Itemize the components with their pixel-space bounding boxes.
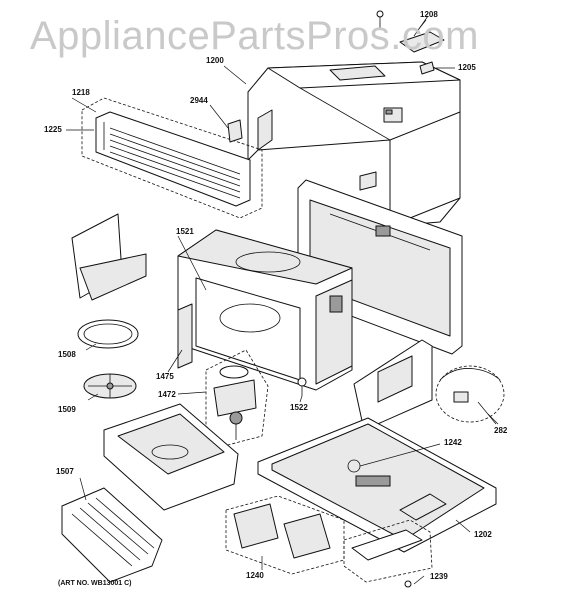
callout-1208: 1208 (420, 10, 438, 19)
callout-1509: 1509 (58, 405, 76, 414)
art-number-note: (ART NO. WB13001 C) (58, 580, 132, 587)
callout-1205: 1205 (458, 63, 476, 72)
latch-bracket-part (227, 119, 243, 143)
callout-1225: 1225 (44, 125, 62, 134)
callout-1522: 1522 (290, 403, 308, 412)
watermark: AppliancePartsPros.com (30, 14, 479, 58)
light-cover-part (343, 519, 433, 588)
oven-rack-part (61, 487, 163, 583)
callout-1202: 1202 (474, 530, 492, 539)
side-bracket-part (177, 303, 193, 369)
outer-case-part (237, 61, 461, 227)
bottom-plate-part (257, 417, 497, 553)
callout-1475: 1475 (156, 372, 174, 381)
callout-1507: 1507 (56, 467, 74, 476)
callout-1242: 1242 (444, 438, 462, 447)
callout-1240: 1240 (246, 571, 264, 580)
grease-filters-part (225, 495, 345, 575)
clip-part (419, 61, 435, 75)
leader-lines (66, 15, 499, 585)
turntable-glass-part (77, 319, 139, 349)
callout-2944: 2944 (190, 96, 208, 105)
callout-1508: 1508 (58, 350, 76, 359)
callout-1472: 1472 (158, 390, 176, 399)
callout-282: 282 (494, 426, 508, 435)
screw-1522 (297, 377, 307, 396)
callout-1239: 1239 (430, 572, 448, 581)
wire-harness-part (435, 365, 505, 425)
callout-1521: 1521 (176, 227, 194, 236)
callout-1218: 1218 (72, 88, 90, 97)
grille-part (81, 97, 263, 219)
floor-tray-part (103, 403, 239, 511)
callout-1200: 1200 (206, 56, 224, 65)
turntable-motor-part (205, 349, 269, 447)
right-bracket-part (353, 339, 433, 431)
shield-panel-part (71, 213, 147, 301)
roller-ring-part (83, 373, 137, 399)
top-screw (376, 10, 384, 30)
oven-cavity-part (177, 229, 353, 391)
